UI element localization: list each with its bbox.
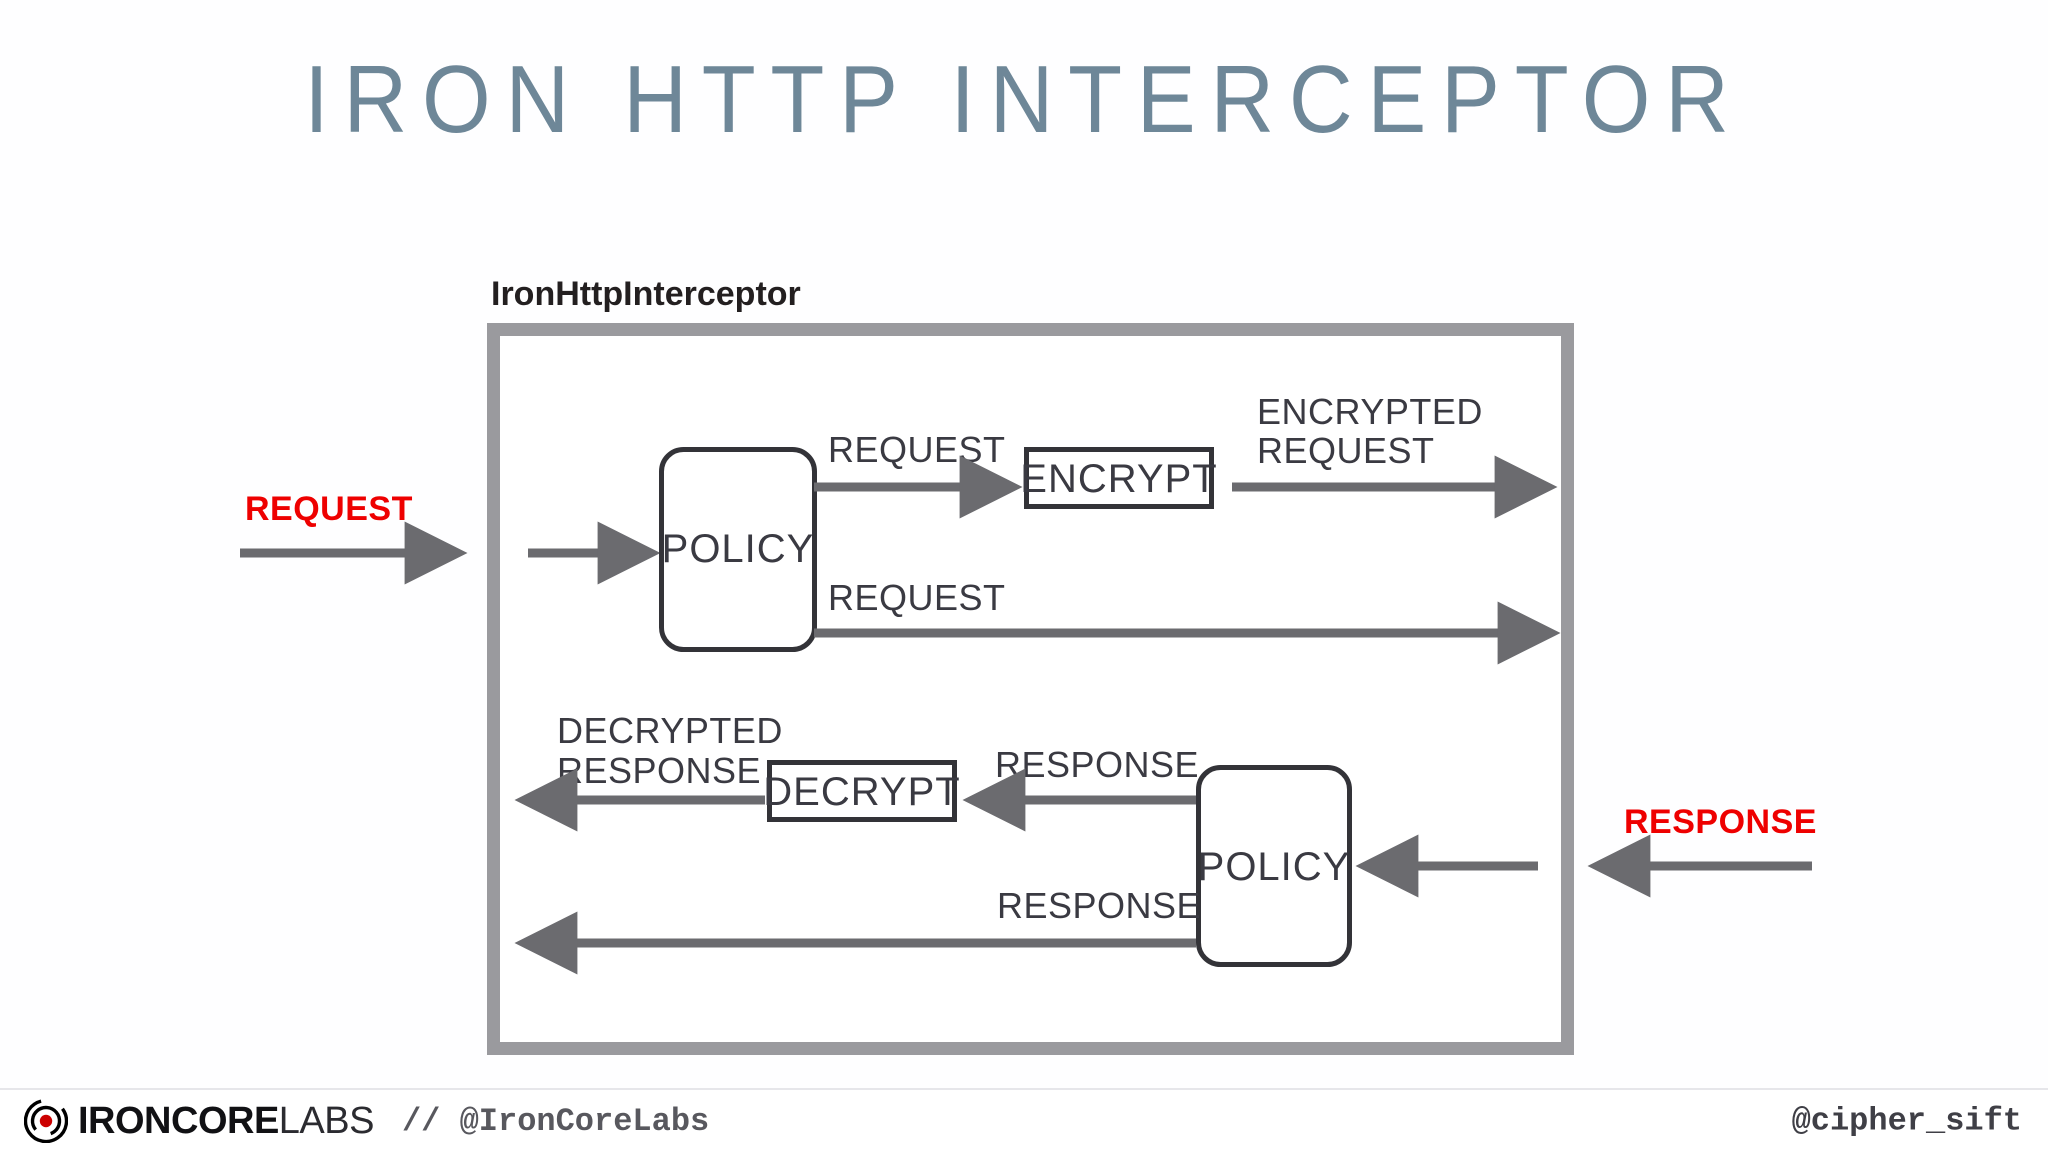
footer-handle-right: @cipher_sift (1791, 1102, 2022, 1140)
brand-light: LABS (278, 1099, 375, 1142)
encrypt-box[interactable] (1024, 447, 1214, 509)
ironcore-logo-icon (24, 1099, 68, 1143)
policy-top-box[interactable] (659, 447, 817, 652)
diagram-caption: IronHttpInterceptor (491, 275, 801, 313)
flow-encrypted-request-line1: ENCRYPTED (1257, 391, 1483, 432)
footer-brand: IRONCORE LABS // @IronCoreLabs (24, 1099, 709, 1143)
flow-decrypted-response-line2: RESPONSE (557, 750, 761, 791)
flow-response-passthrough-label: RESPONSE (997, 885, 1201, 926)
entry-request-label: REQUEST (245, 490, 413, 528)
flow-decrypted-response-line1: DECRYPTED (557, 710, 783, 751)
brand-bold: IRONCORE (78, 1099, 279, 1142)
decrypt-box[interactable] (767, 760, 957, 822)
interceptor-diagram: IronHttpInterceptor REQUEST POLICY REQUE… (240, 275, 1817, 1055)
policy-bottom-label: POLICY (1198, 845, 1351, 889)
page-title: IRON HTTP INTERCEPTOR (304, 46, 1744, 153)
footer-handle-left: // @IronCoreLabs (401, 1102, 710, 1140)
brand-wordmark: IRONCORE LABS (78, 1100, 374, 1143)
flow-encrypted-request-line2: REQUEST (1257, 430, 1435, 471)
policy-bottom-box[interactable] (1196, 765, 1352, 967)
entry-response-label: RESPONSE (1624, 803, 1817, 841)
flow-request-encrypt-label: REQUEST (828, 429, 1006, 470)
flow-response-decrypt-label: RESPONSE (995, 744, 1199, 785)
slide-footer: IRONCORE LABS // @IronCoreLabs @cipher_s… (0, 1088, 2048, 1152)
encrypt-label: ENCRYPT (1020, 457, 1217, 501)
policy-top-label: POLICY (662, 527, 815, 571)
decrypt-label: DECRYPT (763, 770, 960, 814)
flow-request-passthrough-label: REQUEST (828, 577, 1006, 618)
